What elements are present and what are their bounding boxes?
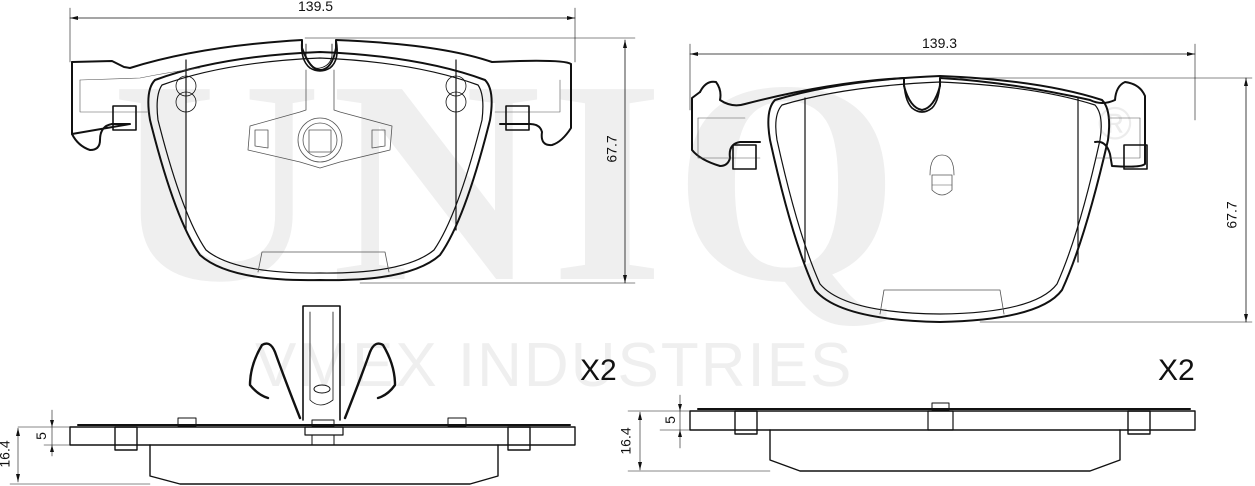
right-pad-side-view: [627, 394, 1196, 472]
left-pad-side-view: [9, 305, 576, 485]
right-pad-height-dimension: 67.7: [1223, 201, 1240, 229]
right-pad-plate-thickness-dimension: 5: [661, 416, 678, 424]
left-pad-width-dimension: 139.5: [298, 0, 334, 14]
left-pad-plate-thickness-dimension: 5: [32, 432, 49, 440]
left-pad-quantity: X2: [580, 354, 617, 387]
right-pad-width-dimension: 139.3: [922, 35, 958, 51]
left-pad-height-dimension: 67.7: [603, 135, 620, 163]
right-pad-front-view: [689, 43, 1253, 323]
right-pad-total-thickness-dimension: 16.4: [617, 427, 634, 455]
left-pad-front-view: [69, 7, 636, 284]
right-pad-quantity: X2: [1158, 354, 1195, 387]
left-pad-total-thickness-dimension: 16.4: [0, 440, 13, 468]
